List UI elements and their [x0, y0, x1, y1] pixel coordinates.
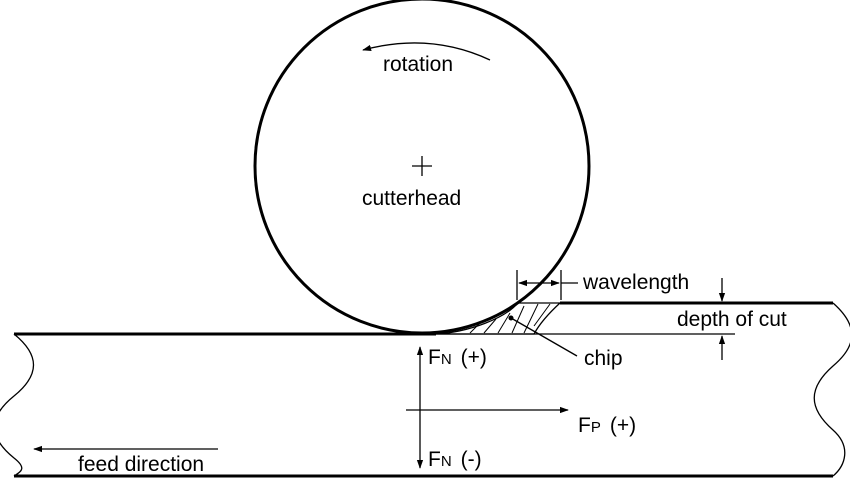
rotation-arrow: [362, 42, 491, 61]
workpiece: [0, 301, 850, 478]
depth-of-cut-dimension: depth of cut: [436, 278, 787, 360]
chip-leader-line: [510, 317, 578, 357]
feed-direction-label: feed direction: [78, 453, 204, 476]
wavelength-label: wavelength: [582, 271, 689, 294]
fn-positive-label: FN(+): [428, 346, 487, 369]
rotation-label: rotation: [383, 53, 453, 76]
chip-hatch-line: [533, 303, 551, 327]
chip-leader-dot: [508, 315, 514, 321]
fn-negative-label: FN(-): [428, 448, 482, 471]
workpiece-left-break-line: [0, 333, 35, 477]
fp-positive-label: FP(+): [578, 414, 636, 437]
feed-direction: feed direction: [33, 445, 218, 476]
chip-callout: chip: [508, 315, 623, 370]
cutterhead-label: cutterhead: [362, 187, 461, 210]
chip-hatch-line: [483, 318, 497, 334]
chip-hatch-line: [497, 312, 511, 334]
chip-hatch-line: [523, 303, 539, 334]
force-arrows: FN(+) FN(-) FP(+): [406, 346, 636, 471]
chip-hatch-line: [511, 305, 525, 334]
workpiece-right-break-line: [813, 302, 850, 477]
chip-label: chip: [584, 347, 623, 370]
cutterhead-circle: [253, 0, 591, 335]
wavelength-dimension: wavelength: [516, 270, 689, 300]
depth-of-cut-label: depth of cut: [677, 308, 787, 331]
cutterhead: rotation cutterhead: [253, 0, 591, 335]
